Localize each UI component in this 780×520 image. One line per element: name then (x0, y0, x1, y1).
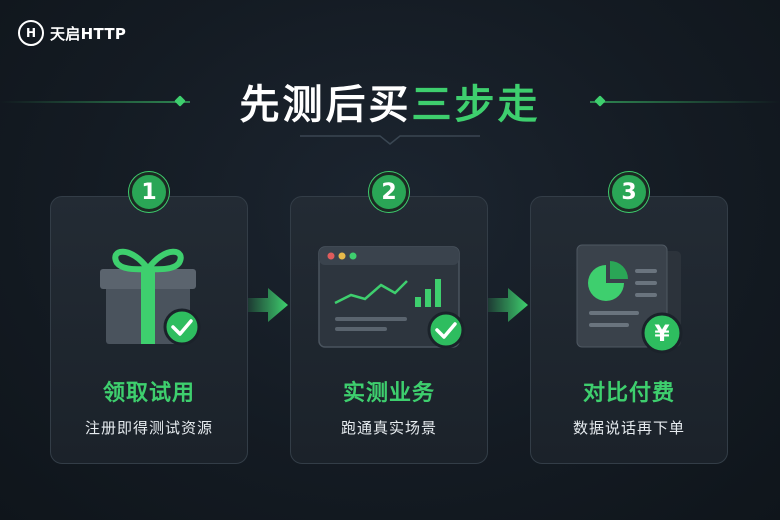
page-title: 先测后买三步走 (0, 72, 780, 130)
yen-icon: ¥ (654, 322, 670, 347)
dashboard-chart-icon (318, 246, 465, 349)
report-payment-icon: ¥ (576, 244, 683, 354)
headline-right-line (590, 101, 780, 103)
brand-logo[interactable]: H 天启HTTP (18, 20, 126, 46)
step-subtitle-1: 注册即得测试资源 (84, 419, 213, 437)
step-title-2: 实测业务 (342, 381, 435, 406)
step-card-2: 实测业务 跑通真实场景 (290, 196, 488, 464)
step-subtitle-3: 数据说话再下单 (572, 419, 685, 437)
logo-mark-icon: H (18, 20, 44, 46)
arrow-right-icon (248, 288, 288, 322)
step-subtitle-2: 跑通真实场景 (340, 419, 437, 437)
step-card-3: ¥ 对比付费 数据说话再下单 (530, 196, 728, 464)
step-title-3: 对比付费 (582, 381, 675, 406)
brand-name: 天启HTTP (50, 24, 127, 43)
gift-icon (100, 248, 201, 346)
step-number-2: 2 (369, 172, 409, 212)
title-underline-icon (300, 135, 480, 145)
step-number-3: 3 (609, 172, 649, 212)
step-card-1: 领取试用 注册即得测试资源 (50, 196, 248, 464)
headline-left-line (0, 101, 190, 103)
title-green-part: 三步走 (411, 82, 541, 128)
title-white-part: 先测后买 (239, 82, 412, 128)
step-title-1: 领取试用 (102, 381, 195, 406)
arrow-right-icon (488, 288, 528, 322)
step-number-1: 1 (129, 172, 169, 212)
